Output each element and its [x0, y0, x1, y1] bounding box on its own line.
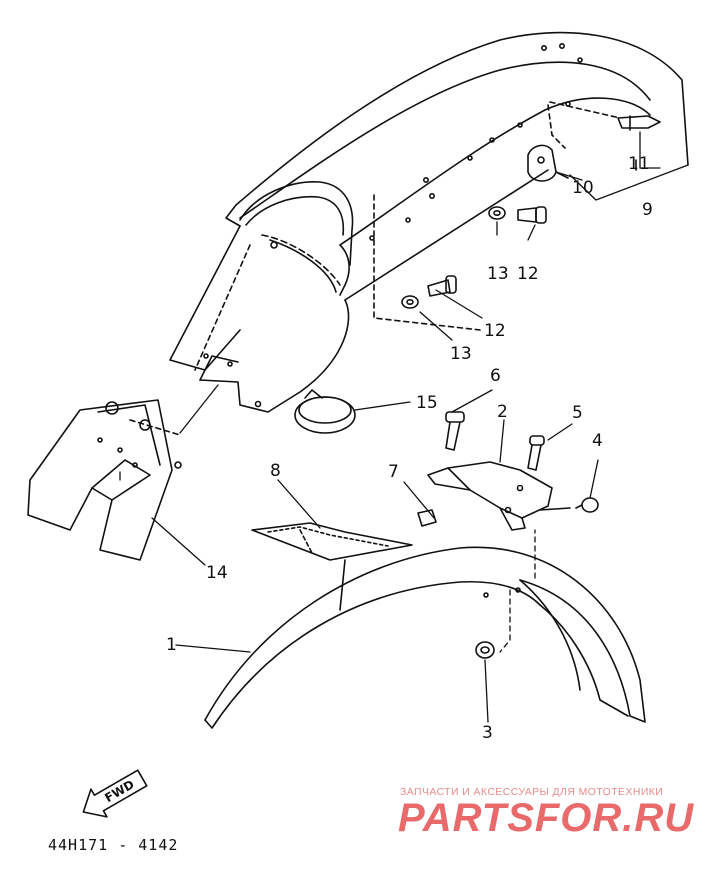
nut-part-3: [475, 641, 495, 659]
callout-10: 10: [572, 178, 594, 198]
diagram-code: 44H171 - 4142: [48, 836, 179, 854]
screw-part-6: [445, 411, 465, 451]
callout-2: 2: [497, 402, 508, 422]
bracket-part-2: [427, 461, 571, 531]
washer-part-13-lower: [401, 295, 419, 309]
nut-part-4: [575, 497, 599, 513]
callout-13-lower: 13: [450, 344, 472, 364]
leader-lines: [119, 131, 689, 723]
front-fender-part-1: [204, 546, 646, 729]
washer-part-13-upper: [488, 206, 506, 220]
watermark-logo: PARTSFOR.RU: [398, 796, 695, 840]
callout-8: 8: [270, 461, 281, 481]
callout-12-upper: 12: [517, 264, 539, 284]
callout-5: 5: [572, 403, 583, 423]
screw-part-12-lower: [427, 275, 457, 297]
bolt-part-11: [617, 115, 661, 171]
callout-3: 3: [482, 723, 493, 743]
rear-fender: [169, 31, 689, 413]
callout-13-upper: 13: [487, 264, 509, 284]
callout-4: 4: [592, 431, 603, 451]
callout-1: 1: [166, 635, 177, 655]
callout-7: 7: [388, 462, 399, 482]
callout-11: 11: [628, 154, 650, 174]
callout-12-lower: 12: [484, 321, 506, 341]
clip-part-10: [527, 144, 569, 182]
callout-14: 14: [206, 563, 228, 583]
forward-arrow-icon: [82, 769, 148, 818]
callout-6: 6: [490, 366, 501, 386]
callout-15: 15: [416, 393, 438, 413]
fwd-arrow: FWD: [82, 769, 148, 818]
watermark-caption: ЗАПЧАСТИ И АКСЕССУАРЫ ДЛЯ МОТОТЕХНИКИ: [400, 786, 664, 798]
callout-9: 9: [642, 200, 653, 220]
emblem-part-8: [251, 522, 413, 561]
screw-part-5: [527, 435, 545, 471]
mud-flap-part-14: [27, 399, 182, 561]
screw-part-12-upper: [517, 206, 547, 224]
band-part-15: [294, 389, 356, 434]
